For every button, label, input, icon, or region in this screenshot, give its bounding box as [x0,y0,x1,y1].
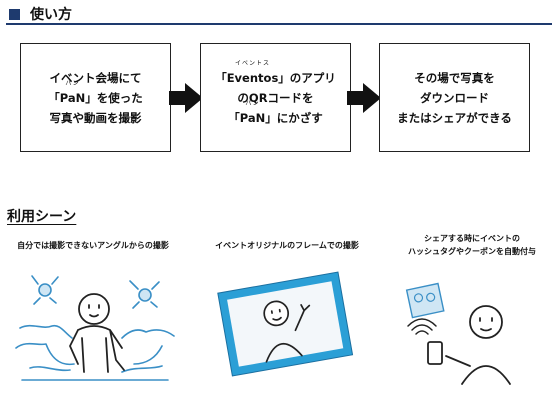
step-1-box: イベント会場にて 「パン PaN」を使った 写真や動画を撮影 [20,43,171,152]
step-2-quote-open: 「 [215,70,227,85]
section-marker [9,9,20,20]
eventos-ruby: イベントス Eventos [226,60,279,88]
step-1-quote-open: 「 [48,90,60,105]
scene-3-caption-line-1: シェアする時にイベントの [424,234,520,243]
scene-3-caption: シェアする時にイベントの ハッシュタグやクーポンを自動付与 [386,232,558,258]
step-2-line-3: 「パン PaN」にかざす [228,100,323,128]
crowd-high-angle-illustration [15,275,175,381]
scene-2-caption: イベントオリジナルのフレームでの撮影 [215,241,359,250]
usage-scenes-title: 利用シーン [7,209,77,225]
scene-1-caption: 自分では撮影できないアングルからの撮影 [17,241,169,250]
step-1-line-2: 「パン PaN」を使った [48,80,143,108]
page-title: 使い方 [30,7,72,23]
share-smartphone-illustration [405,282,511,385]
step-2-quote-open-2: 「 [228,110,240,125]
step-1-line-3: 写真や動画を撮影 [49,110,142,125]
original-frame-illustration [217,271,354,377]
step-1-line-2-rest: 」を使った [85,90,143,105]
step-3-line-3: またはシェアができる [397,110,512,125]
step-2-line-1: 「イベントス Eventos」のアプリ [215,60,336,88]
step-2-line-1-rest: 」のアプリ [278,70,336,85]
step-3-line-2: ダウンロード [420,90,489,105]
step-3-box: その場で写真を ダウンロード またはシェアができる [379,43,530,152]
pan-ruby-text-2: パン [245,99,260,107]
arrow-right-icon [169,83,203,113]
eventos-text: Eventos [226,70,279,85]
step-1-line-1: イベント会場にて [49,70,142,85]
pan-text: PaN [59,90,86,105]
pan-ruby-text: パン [65,79,80,87]
step-2-line-2: のQRコードを [237,90,314,105]
title-underline [6,23,552,25]
arrow-right-icon [347,83,381,113]
pan-ruby-2: パン PaN [239,100,266,128]
step-3-line-1: その場で写真を [414,70,495,85]
pan-text-2: PaN [239,110,266,125]
step-2-line-3-rest: 」にかざす [265,110,323,125]
scene-3-caption-line-2: ハッシュタグやクーポンを自動付与 [408,247,536,256]
eventos-ruby-text: イベントス [234,59,270,67]
pan-ruby: パン PaN [59,80,86,108]
